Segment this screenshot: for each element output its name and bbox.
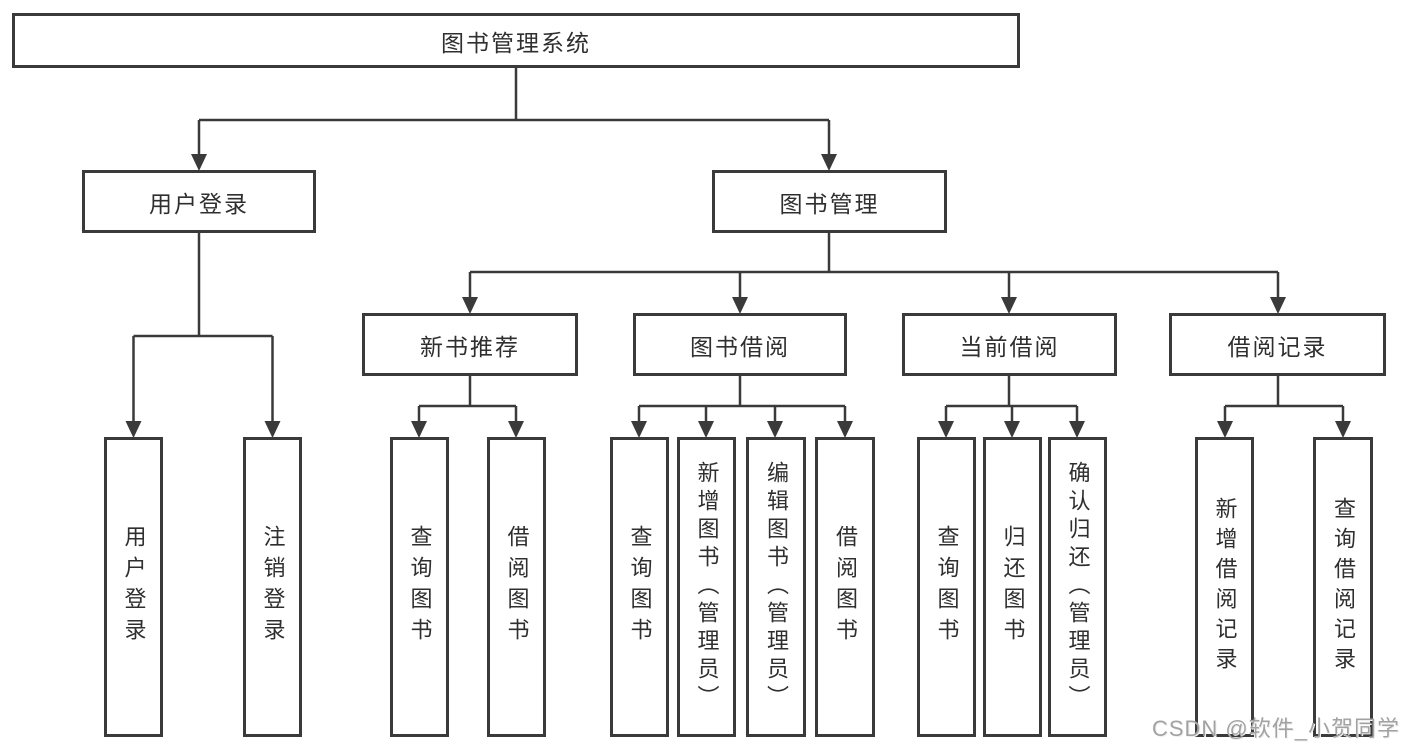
node-book-management: 图书管理	[712, 170, 947, 233]
arrow-down-icon	[837, 421, 853, 438]
leaf-label: 查询借阅记录	[1331, 497, 1356, 677]
leaf-add-books-admin: 新增图书（管理员）	[677, 437, 736, 737]
node-library-management-system: 图书管理系统	[12, 13, 1020, 68]
leaf-edit-books-admin: 编辑图书（管理员）	[746, 437, 806, 737]
leaf-label: 归还图书	[1000, 525, 1026, 649]
leaf-label: 查询图书	[934, 525, 960, 649]
leaf-label: 查询图书	[627, 525, 653, 649]
leaf-query-borrow-record: 查询借阅记录	[1313, 437, 1373, 737]
node-book-borrowing: 图书借阅	[633, 313, 847, 376]
arrow-down-icon	[462, 297, 478, 314]
leaf-logout: 注销登录	[243, 437, 302, 737]
leaf-add-borrow-record: 新增借阅记录	[1195, 437, 1254, 737]
node-current-borrowing: 当前借阅	[902, 313, 1117, 376]
arrow-down-icon	[938, 421, 954, 438]
node-borrowing-records: 借阅记录	[1169, 313, 1386, 376]
leaf-query-books-borrow: 查询图书	[610, 437, 669, 737]
node-new-book-recommendation: 新书推荐	[362, 313, 578, 376]
arrow-down-icon	[191, 154, 207, 171]
arrow-down-icon	[508, 421, 524, 438]
leaf-borrow-books-recommend: 借阅图书	[487, 437, 546, 737]
leaf-label: 借阅图书	[504, 525, 530, 649]
leaf-label: 编辑图书（管理员）	[764, 461, 789, 713]
leaf-label: 新增图书（管理员）	[694, 461, 720, 713]
arrow-down-icon	[1004, 421, 1020, 438]
leaf-query-books-current: 查询图书	[917, 437, 976, 737]
leaf-confirm-return-admin: 确认归还（管理员）	[1048, 437, 1107, 737]
leaf-query-books-recommend: 查询图书	[390, 437, 449, 737]
csdn-watermark: CSDN @软件_小贺同学	[1151, 716, 1400, 741]
leaf-label: 借阅图书	[833, 525, 858, 649]
leaf-label: 确认归还（管理员）	[1065, 461, 1091, 713]
leaf-label: 查询图书	[407, 525, 433, 649]
node-user-login: 用户登录	[82, 170, 316, 233]
arrow-down-icon	[698, 421, 714, 438]
arrow-down-icon	[732, 297, 748, 314]
arrow-down-icon	[1001, 297, 1017, 314]
arrow-down-icon	[767, 421, 783, 438]
leaf-label: 用户登录	[121, 525, 147, 649]
arrow-down-icon	[1270, 297, 1286, 314]
arrow-down-icon	[631, 421, 647, 438]
arrow-down-icon	[1335, 421, 1351, 438]
arrow-down-icon	[125, 421, 142, 438]
leaf-borrow-books: 借阅图书	[815, 437, 875, 737]
arrow-down-icon	[411, 421, 427, 438]
arrow-down-icon	[264, 421, 281, 438]
arrow-down-icon	[1217, 421, 1233, 438]
leaf-return-books: 归还图书	[983, 437, 1042, 737]
arrow-down-icon	[821, 154, 837, 171]
leaf-label: 新增借阅记录	[1212, 497, 1238, 677]
leaf-label: 注销登录	[260, 525, 286, 649]
arrow-down-icon	[1069, 421, 1085, 438]
leaf-user-login: 用户登录	[104, 437, 163, 737]
